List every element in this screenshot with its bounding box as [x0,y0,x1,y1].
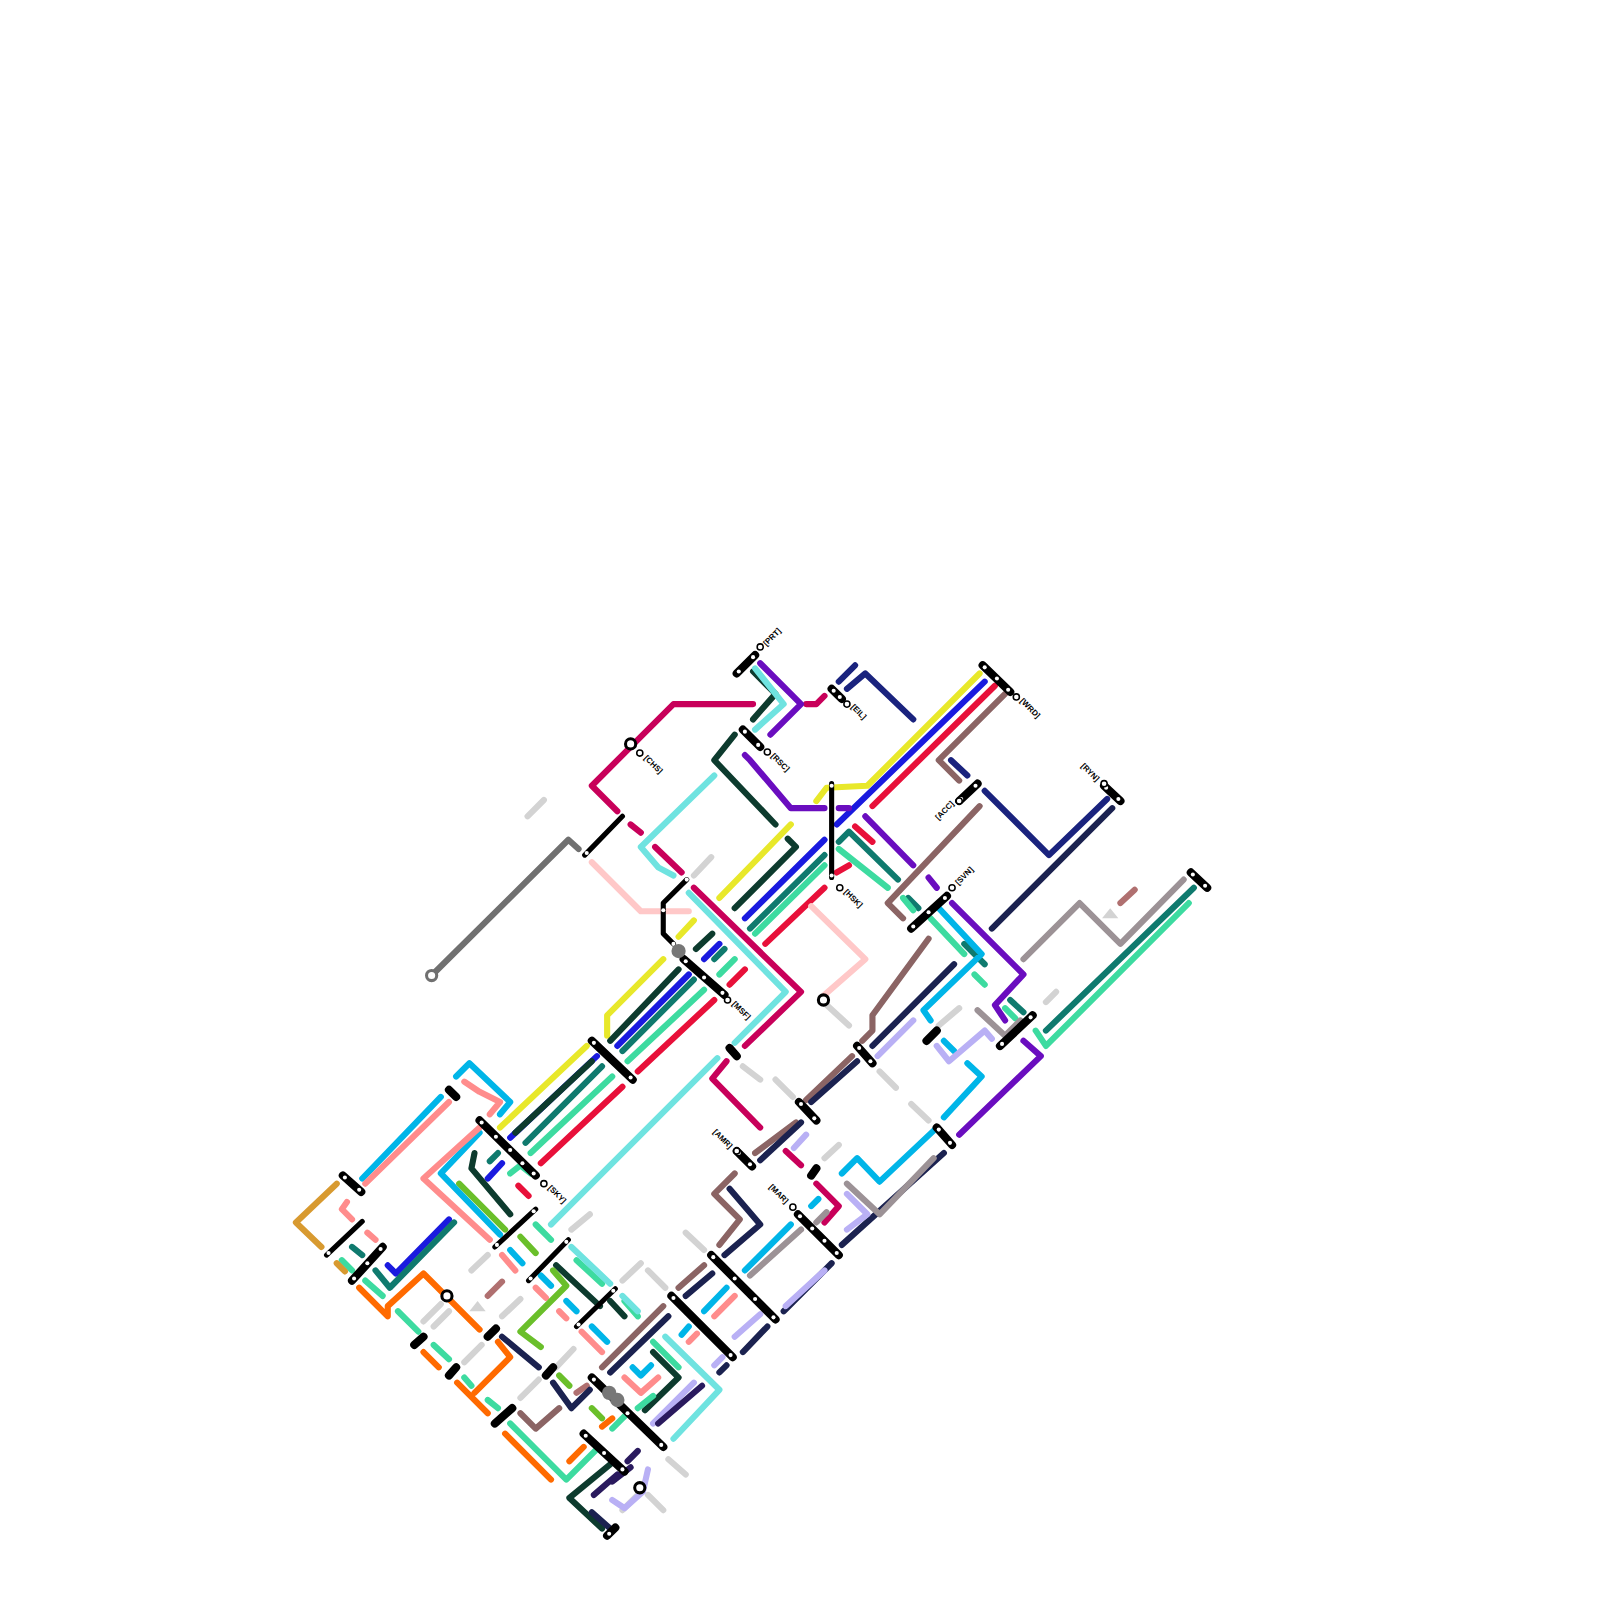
station-code: [EIL] [849,703,867,721]
station-code: [PRT] [762,627,783,648]
station-code: [MAR] [768,1183,790,1205]
station-code: [CHS] [642,754,663,775]
station-code: [SKY] [546,1184,567,1205]
station-code: [SVN] [954,865,975,886]
station-code: [RSC] [770,752,791,773]
station-code: [WRD] [1019,697,1042,720]
station-code: [RYN] [1079,762,1100,783]
station-code: [MSF] [730,1000,751,1021]
station-code: [HSK] [842,888,863,909]
station-code: [ACC] [934,801,956,823]
station-code: [AMR] [711,1128,733,1150]
